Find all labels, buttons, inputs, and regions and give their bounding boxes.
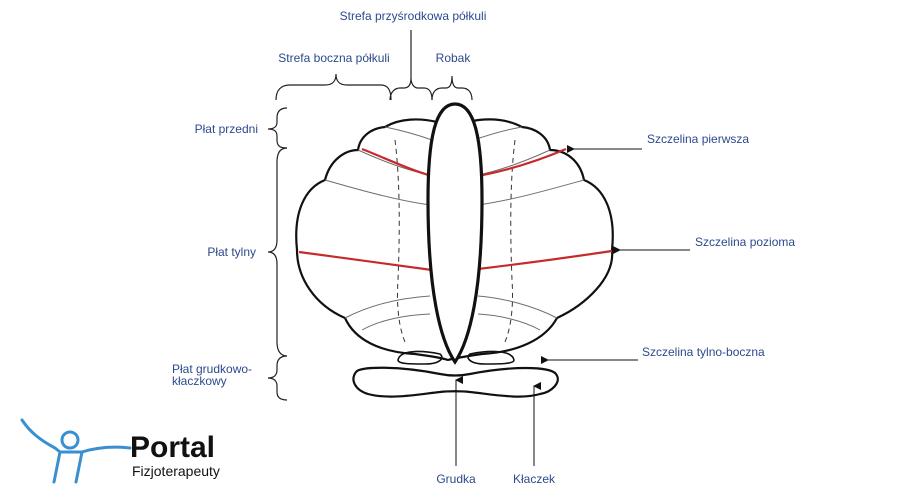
primary-fissure-left [361, 147, 433, 178]
vermis-shape [426, 102, 484, 365]
brace-lateral-zone [275, 73, 392, 101]
horizontal-fissure-left [298, 250, 433, 272]
primary-fissure-right [477, 147, 567, 178]
brace-anterior-lobe [267, 107, 288, 149]
fissure-lines [298, 147, 613, 272]
brace-paravermal-zone [389, 30, 433, 101]
brace-posterior-lobe [267, 147, 288, 357]
label-lateral-zone: Strefa boczna półkuli [278, 51, 389, 65]
label-flocculonodular-lobe-line2: kłaczkowy [172, 374, 227, 388]
brace-vermis [431, 75, 473, 101]
logo: Portal Fizjoterapeuty [20, 418, 220, 484]
cerebellum-outline [295, 118, 614, 362]
horizontal-fissure-right [477, 249, 613, 271]
folia-lines-left [324, 126, 433, 331]
brace-flocculonodular-lobe [267, 355, 288, 401]
flocculonodular-band [352, 366, 559, 398]
label-vermis: Robak [436, 51, 472, 65]
logo-subtitle-text: Fizjoterapeuty [132, 463, 220, 479]
label-nodule: Grudka [436, 472, 476, 486]
label-posterior-lobe: Płat tylny [207, 245, 256, 259]
label-posterolateral-fissure: Szczelina tylno-boczna [642, 345, 765, 359]
label-horizontal-fissure: Szczelina pozioma [695, 235, 795, 249]
zone-boundary-dashed-lines [394, 139, 516, 343]
folia-lines-right [473, 126, 585, 331]
person-arms-raised-icon [20, 418, 132, 484]
label-primary-fissure: Szczelina pierwsza [647, 132, 749, 146]
logo-brand-text: Portal [130, 431, 215, 464]
nodule-lobules [397, 350, 515, 365]
label-anterior-lobe: Płat przedni [195, 122, 258, 136]
label-flocculonodular-lobe-line1: Płat grudkowo- [172, 362, 252, 376]
label-flocculus: Kłaczek [513, 472, 556, 486]
label-paravermal-zone: Strefa przyśrodkowa półkuli [340, 9, 487, 23]
